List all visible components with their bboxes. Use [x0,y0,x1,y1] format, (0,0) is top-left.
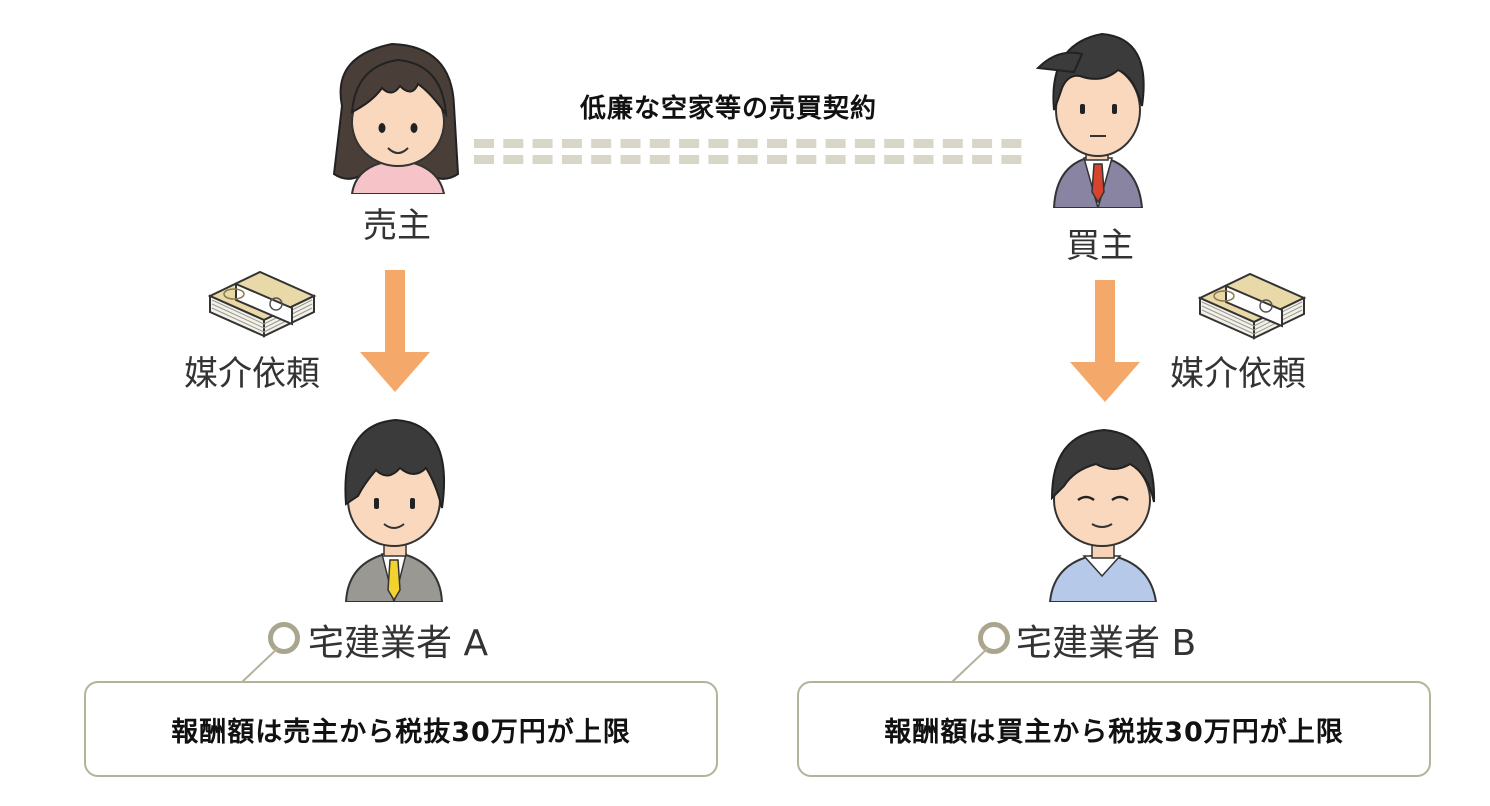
contract-dash-segment [854,139,875,148]
contract-dash-segment [679,139,700,148]
agent-a-note-box: 報酬額は売主から税抜30万円が上限 [84,681,718,777]
agent-a-label: 宅建業者 A [308,623,489,664]
contract-dash-segment [1001,155,1022,164]
agent-a-note-text: 報酬額は売主から税抜30万円が上限 [171,716,631,748]
agent-a-figure [330,414,460,603]
buyer-label: 買主 [1066,226,1134,266]
contract-label: 低廉な空家等の売買契約 [580,94,878,124]
contract-dash-segment [620,155,641,164]
contract-dash-segment [913,139,934,148]
contract-dash-segment [825,155,846,164]
contract-dash-segment [474,155,494,164]
left-money-icon [206,266,318,338]
contract-dash-segment [591,155,612,164]
left-down-arrow [360,270,430,392]
contract-dash-segment [503,155,524,164]
agent-a-illustration [344,418,446,603]
right-request-label: 媒介依頼 [1170,354,1306,394]
contract-dash-segment [854,155,875,164]
contract-dash-segment [884,139,905,148]
agent-b-label: 宅建業者 B [1016,623,1197,664]
contract-dash-segment [503,139,524,148]
contract-dash-segment [708,139,729,148]
contract-dash-segment [561,139,582,148]
contract-dash-segment [796,155,817,164]
seller-label: 売主 [363,206,431,246]
right-down-arrow [1070,280,1140,402]
contract-dash-segment [532,155,553,164]
contract-dash-segment [620,139,641,148]
agent-b-illustration [1048,428,1158,603]
contract-dash-segment [737,139,758,148]
money-stack-right [1197,272,1307,340]
contract-dash-segment [679,155,700,164]
contract-dash-segment [649,139,670,148]
contract-dash-segment [474,139,494,148]
contract-dash-segment [649,155,670,164]
contract-dash-segment [913,155,934,164]
seller-illustration [332,42,460,195]
contract-dash-segment [1001,139,1022,148]
contract-dash-segment [708,155,729,164]
contract-dash-segment [767,155,787,164]
agent-b-note-box: 報酬額は買主から税抜30万円が上限 [797,681,1431,777]
contract-dash-segment [972,139,993,148]
agent-a-connector-line [241,647,279,683]
money-stack-left [207,270,317,338]
agent-b-circle-marker [978,622,1010,654]
contract-dash-segment [767,139,787,148]
agent-b-figure [1038,420,1168,603]
contract-dash-segment [591,139,612,148]
left-request-label: 媒介依頼 [184,354,320,394]
contract-dash-segment [884,155,905,164]
right-money-icon [1196,268,1308,340]
contract-dash-segment [942,139,963,148]
buyer-illustration [1035,32,1145,211]
contract-dash-segment [972,155,993,164]
contract-dashed-line [474,139,1022,164]
contract-dash-segment [532,139,553,148]
contract-dash-segment [737,155,758,164]
contract-dash-segment [561,155,582,164]
contract-dash-segment [796,139,817,148]
buyer-figure [1018,14,1168,211]
contract-dash-segment [942,155,963,164]
contract-dash-segment [825,139,846,148]
agent-b-connector-line [951,647,989,683]
agent-b-note-text: 報酬額は買主から税抜30万円が上限 [884,716,1344,748]
seller-figure [322,36,472,195]
agent-a-circle-marker [268,622,300,654]
